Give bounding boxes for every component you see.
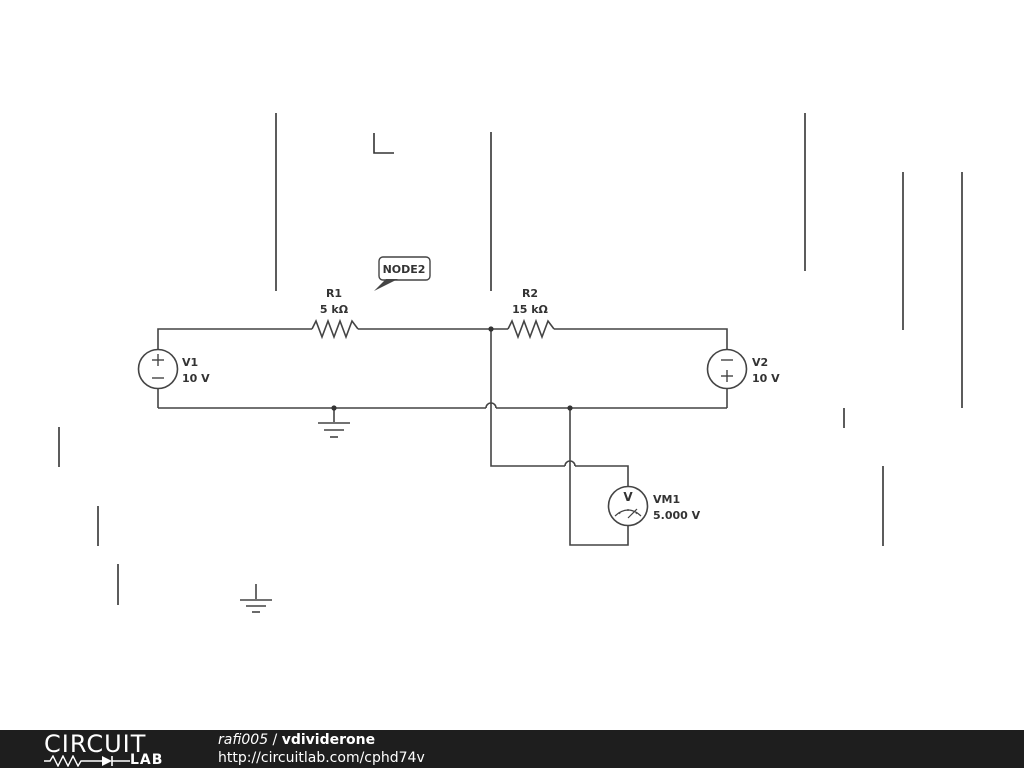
- resistor-icon: [507, 318, 555, 340]
- voltage-source-v1[interactable]: V1 10 V: [137, 348, 211, 390]
- voltage-source-icon: [706, 348, 748, 390]
- v2-name: V2: [752, 356, 768, 369]
- v2-value: 10 V: [752, 372, 780, 385]
- footer-bar: CIRCUIT LAB rafi005 / vdividerone http:/…: [0, 730, 1024, 768]
- r2-value: 15 kΩ: [512, 303, 548, 316]
- resistor-r2[interactable]: R2 15 kΩ: [507, 287, 555, 340]
- vm1-value: 5.000 V: [653, 509, 701, 522]
- ground-icon: [240, 584, 272, 613]
- vm1-name: VM1: [653, 493, 680, 506]
- v1-name: V1: [182, 356, 198, 369]
- circuit-schematic: R1 5 kΩ R2 15 kΩ V1 10 V V2 10 V: [58, 113, 963, 613]
- r2-name: R2: [522, 287, 538, 300]
- net-label-text: NODE2: [383, 263, 426, 276]
- circuit-wires: [157, 328, 728, 546]
- v1-value: 10 V: [182, 372, 210, 385]
- junction-dot-node2: [488, 326, 494, 332]
- net-label-node2[interactable]: NODE2: [374, 256, 431, 291]
- junction-dot-ground: [331, 405, 337, 411]
- ground-icon: [318, 422, 350, 438]
- author-link[interactable]: rafi005: [218, 732, 269, 748]
- logo-text-lab: LAB: [130, 752, 164, 768]
- logo-text-circuit: CIRCUIT: [44, 730, 147, 758]
- voltmeter-vm1[interactable]: V VM1 5.000 V: [607, 485, 701, 527]
- logo-wave-icon: [44, 755, 130, 767]
- junction-dot-meter: [567, 405, 573, 411]
- vm1-symbol: V: [623, 490, 633, 504]
- r1-value: 5 kΩ: [320, 303, 349, 316]
- net-label-icon: [374, 256, 431, 291]
- voltage-source-v2[interactable]: V2 10 V: [706, 348, 781, 390]
- circuitlab-logo[interactable]: CIRCUIT LAB: [44, 731, 184, 767]
- voltmeter-icon: [607, 485, 649, 527]
- stray-wire-fragments: [58, 113, 963, 605]
- r1-name: R1: [326, 287, 342, 300]
- circuit-meta: rafi005 / vdividerone http://circuitlab.…: [218, 731, 425, 767]
- circuit-title[interactable]: vdividerone: [281, 732, 376, 748]
- meta-separator: /: [268, 732, 282, 748]
- resistor-icon: [311, 318, 359, 340]
- voltage-source-icon: [137, 348, 179, 390]
- circuit-url[interactable]: http://circuitlab.com/cphd74v: [218, 750, 425, 766]
- resistor-r1[interactable]: R1 5 kΩ: [311, 287, 359, 340]
